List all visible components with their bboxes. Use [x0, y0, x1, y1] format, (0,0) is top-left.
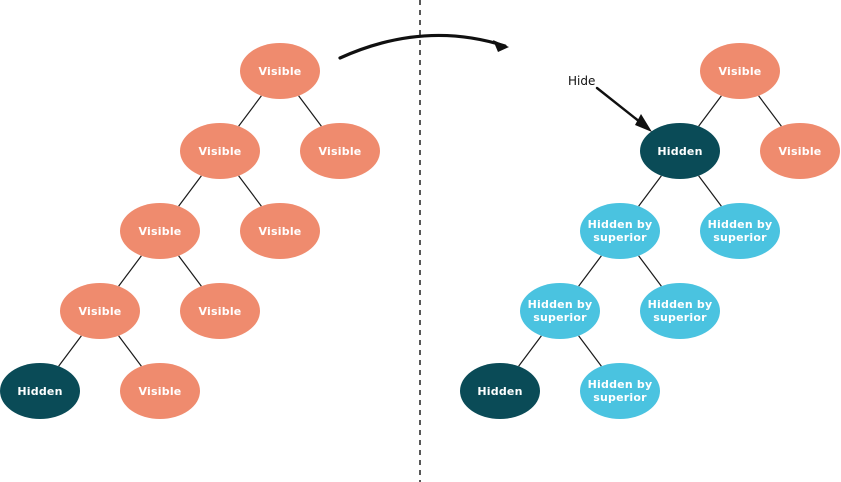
node-label: Visible — [138, 224, 182, 238]
node-label: Visible — [718, 64, 762, 78]
node-label-line1: Hidden by — [587, 378, 653, 391]
tree-edges — [58, 95, 782, 367]
hide-annotation-label: Hide — [568, 74, 596, 88]
node-label: Visible — [258, 224, 302, 238]
tree-edge — [698, 175, 722, 207]
node-label-line1: Hidden by — [587, 218, 653, 231]
tree-node-hidden[interactable]: Hidden — [640, 123, 720, 179]
node-label: Visible — [778, 144, 822, 158]
node-label: Visible — [78, 304, 122, 318]
tree-node-hidden[interactable]: Hidden — [460, 363, 540, 419]
hide-callout-arrow — [595, 86, 652, 132]
node-label: Visible — [138, 384, 182, 398]
tree-node-visible[interactable]: Visible — [240, 203, 320, 259]
node-label: Visible — [318, 144, 362, 158]
tree-edge — [518, 335, 542, 367]
tree-node-visible[interactable]: Visible — [120, 203, 200, 259]
tree-edge — [698, 95, 722, 127]
node-label-line1: Hidden by — [647, 298, 713, 311]
node-label: Hidden — [657, 144, 703, 158]
curved-transition-arrow — [338, 33, 509, 60]
tree-node-visible[interactable]: Visible — [120, 363, 200, 419]
tree-edge — [638, 255, 662, 287]
tree-node-hidden[interactable]: Hidden — [0, 363, 80, 419]
node-label: Visible — [198, 144, 242, 158]
tree-edge — [298, 95, 322, 127]
node-label: Visible — [198, 304, 242, 318]
tree-node-visible[interactable]: Visible — [180, 123, 260, 179]
hide-arrow-head — [635, 114, 652, 132]
tree-node-visible[interactable]: Visible — [240, 43, 320, 99]
node-label-line1: Hidden by — [707, 218, 773, 231]
tree-edge — [118, 335, 142, 367]
node-label-line2: superior — [533, 311, 587, 324]
node-label-line2: superior — [653, 311, 707, 324]
tree-edge — [578, 335, 602, 367]
tree-node-visible[interactable]: Visible — [760, 123, 840, 179]
tree-edge — [178, 175, 202, 207]
tree-edge — [178, 255, 202, 287]
tree-edge — [578, 255, 602, 287]
tree-edge — [238, 95, 262, 127]
curved-arrow-head — [493, 40, 509, 52]
node-label-line2: superior — [593, 231, 647, 244]
node-label: Hidden — [477, 384, 523, 398]
tree-edge — [58, 335, 82, 367]
node-label-line1: Hidden by — [527, 298, 593, 311]
node-label-line2: superior — [713, 231, 767, 244]
tree-node-visible[interactable]: Visible — [300, 123, 380, 179]
node-label: Hidden — [17, 384, 63, 398]
tree-edge — [118, 255, 142, 287]
tree-node-visible[interactable]: Visible — [60, 283, 140, 339]
tree-edge — [238, 175, 262, 207]
tree-edge — [638, 175, 662, 207]
tree-node-visible[interactable]: Visible — [180, 283, 260, 339]
tree-node-visible[interactable]: Visible — [700, 43, 780, 99]
node-label-line2: superior — [593, 391, 647, 404]
tree-edge — [758, 95, 782, 127]
node-label: Visible — [258, 64, 302, 78]
